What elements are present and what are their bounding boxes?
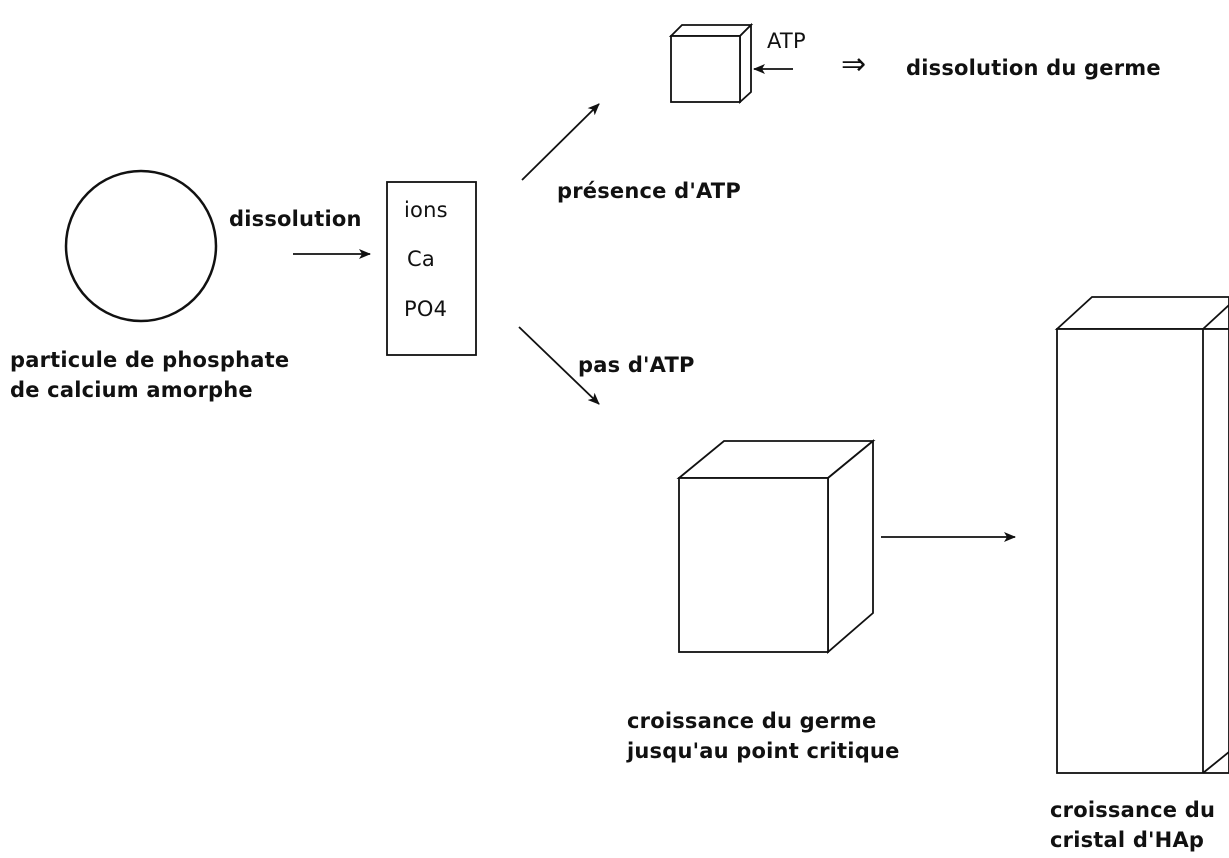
germ-caption-line-1: croissance du germe — [627, 709, 877, 733]
ions-box-frame — [386, 181, 477, 356]
atp-label: ATP — [767, 29, 806, 53]
crystal-caption-line-2: cristal d'HAp — [1050, 828, 1205, 852]
no-atp-branch-arrow — [518, 326, 600, 405]
calcium-label: Ca — [407, 247, 435, 271]
ions-label: ions — [404, 198, 448, 222]
atp-presence-label: présence d'ATP — [557, 179, 741, 203]
dissolution-label: dissolution — [229, 207, 362, 231]
no-atp-label: pas d'ATP — [578, 353, 695, 377]
particle-circle — [64, 169, 218, 323]
small-cube — [668, 22, 754, 105]
atp-branch-arrow — [521, 103, 600, 181]
phosphate-label: PO4 — [404, 297, 448, 321]
particle-caption-line-2: de calcium amorphe — [10, 378, 253, 402]
particle-caption-line-1: particule de phosphate — [10, 348, 290, 372]
germ-caption: croissance du germe jusqu'au point criti… — [627, 706, 900, 766]
crystal-caption: croissance du cristal d'HAp — [1050, 795, 1215, 855]
crystal-caption-line-1: croissance du — [1050, 798, 1216, 822]
particle-caption: particule de phosphate de calcium amorph… — [10, 345, 289, 405]
implies-symbol: ⇒ — [841, 47, 867, 82]
germ-cube — [676, 439, 876, 654]
germ-caption-line-2: jusqu'au point critique — [627, 739, 900, 763]
crystal-prism — [1054, 296, 1229, 774]
germ-dissolution-label: dissolution du germe — [906, 56, 1161, 80]
